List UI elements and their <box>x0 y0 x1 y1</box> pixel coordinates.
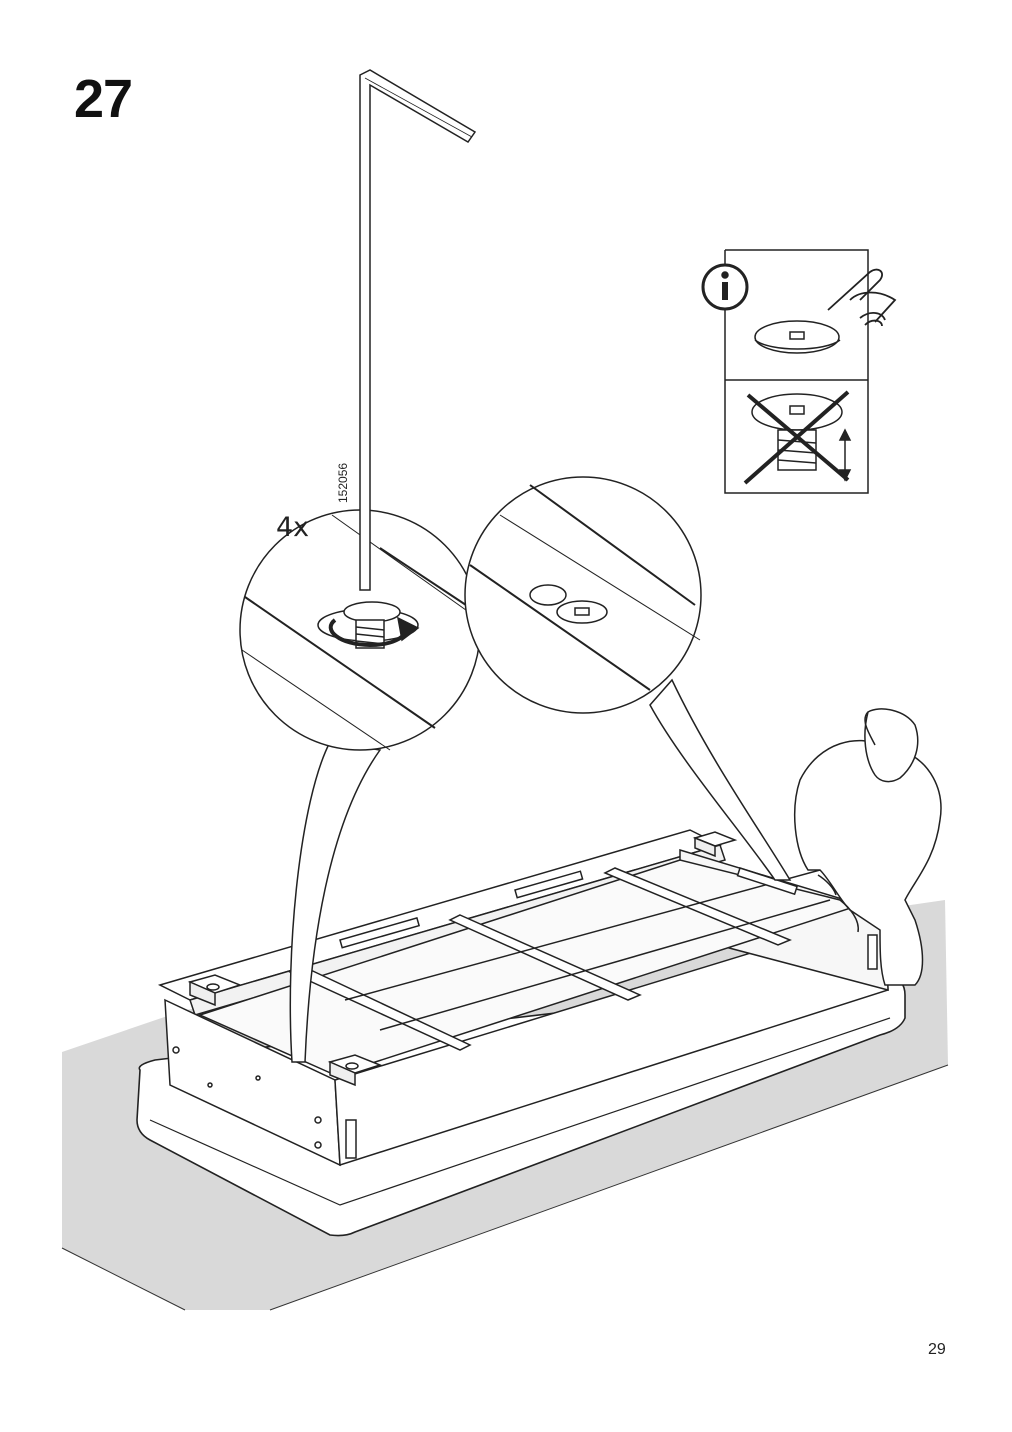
allen-key <box>359 69 477 591</box>
quantity-label: 4x <box>276 512 310 543</box>
part-number: 152056 <box>336 462 350 503</box>
hand-touch-icon <box>827 268 897 327</box>
info-icon <box>701 263 749 311</box>
person-illustration <box>794 708 942 986</box>
screw-tightening-detail <box>317 601 420 649</box>
page-number: 29 <box>928 1341 946 1358</box>
screw-head-detail <box>529 584 608 624</box>
cross-icon <box>743 390 850 485</box>
step-number: 27 <box>74 69 133 129</box>
feet-mounts <box>187 831 738 1087</box>
info-panel <box>701 249 897 494</box>
detail-magnifier-2 <box>464 476 792 881</box>
sofa-frame <box>157 829 889 1167</box>
screw-raised-wrong <box>743 390 852 485</box>
screw-flush-correct <box>754 320 841 354</box>
